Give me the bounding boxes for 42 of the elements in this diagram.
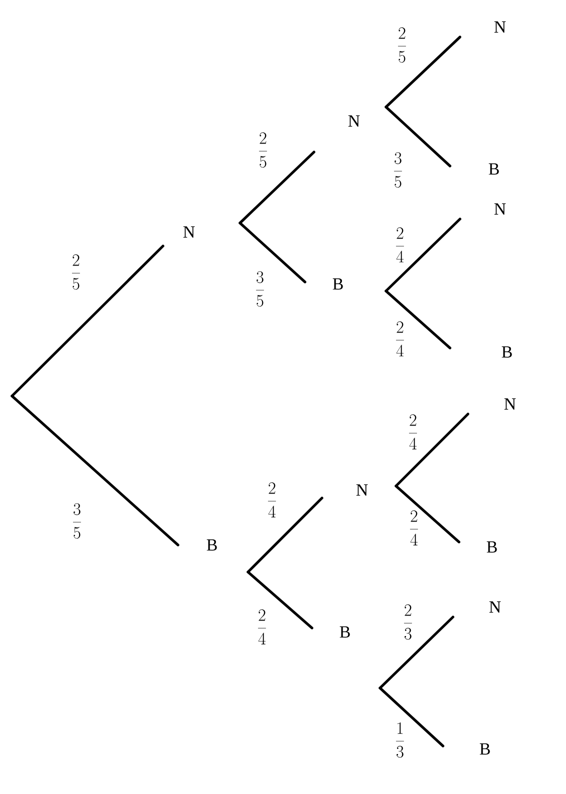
tree-branch <box>238 150 316 224</box>
tree-branch <box>384 106 452 168</box>
tree-branch <box>238 222 306 284</box>
outcome-label: B <box>332 278 343 290</box>
outcome-label: B <box>488 163 499 175</box>
tree-branch <box>10 394 180 546</box>
tree-branch <box>246 570 314 630</box>
probability-fraction: $\frac{2}{5}$ <box>70 254 82 290</box>
probability-fraction: $\frac{3}{5}$ <box>70 502 84 540</box>
outcome-label: B <box>486 541 497 553</box>
outcome-label: N <box>348 115 360 127</box>
outcome-label: N <box>183 226 195 238</box>
outcome-label: B <box>502 346 512 358</box>
tree-branch <box>10 244 164 398</box>
tree-branch <box>384 36 462 108</box>
probability-fraction: $\frac{3}{5}$ <box>392 152 404 188</box>
outcome-label: B <box>206 539 217 551</box>
outcome-label: B <box>340 626 350 638</box>
tree-branch <box>384 290 452 350</box>
probability-fraction: $\frac{2}{5}$ <box>256 132 270 168</box>
tree-branch <box>246 496 324 574</box>
probability-fraction: $\frac{2}{4}$ <box>394 226 406 264</box>
outcome-label: N <box>504 398 516 410</box>
tree-branch <box>394 412 470 488</box>
outcome-label: B <box>480 743 490 755</box>
outcome-label: N <box>489 601 501 613</box>
probability-fraction: $\frac{2}{4}$ <box>266 482 278 518</box>
outcome-label: N <box>494 21 506 33</box>
probability-fraction: $\frac{2}{4}$ <box>406 414 420 450</box>
tree-branch <box>384 218 462 292</box>
probability-fraction: $\frac{3}{5}$ <box>254 270 266 308</box>
outcome-label: N <box>356 484 368 496</box>
probability-fraction: $\frac{2}{5}$ <box>396 26 408 64</box>
probability-fraction: $\frac{2}{4}$ <box>408 510 420 546</box>
outcome-label: N <box>494 203 506 215</box>
probability-fraction: $\frac{2}{4}$ <box>256 608 268 646</box>
probability-fraction: $\frac{2}{4}$ <box>394 320 406 358</box>
probability-fraction: $\frac{1}{3}$ <box>394 722 406 758</box>
probability-fraction: $\frac{2}{3}$ <box>402 604 414 640</box>
tree-branch <box>394 484 460 544</box>
tree-branch <box>378 616 454 690</box>
tree-branch <box>378 686 444 748</box>
